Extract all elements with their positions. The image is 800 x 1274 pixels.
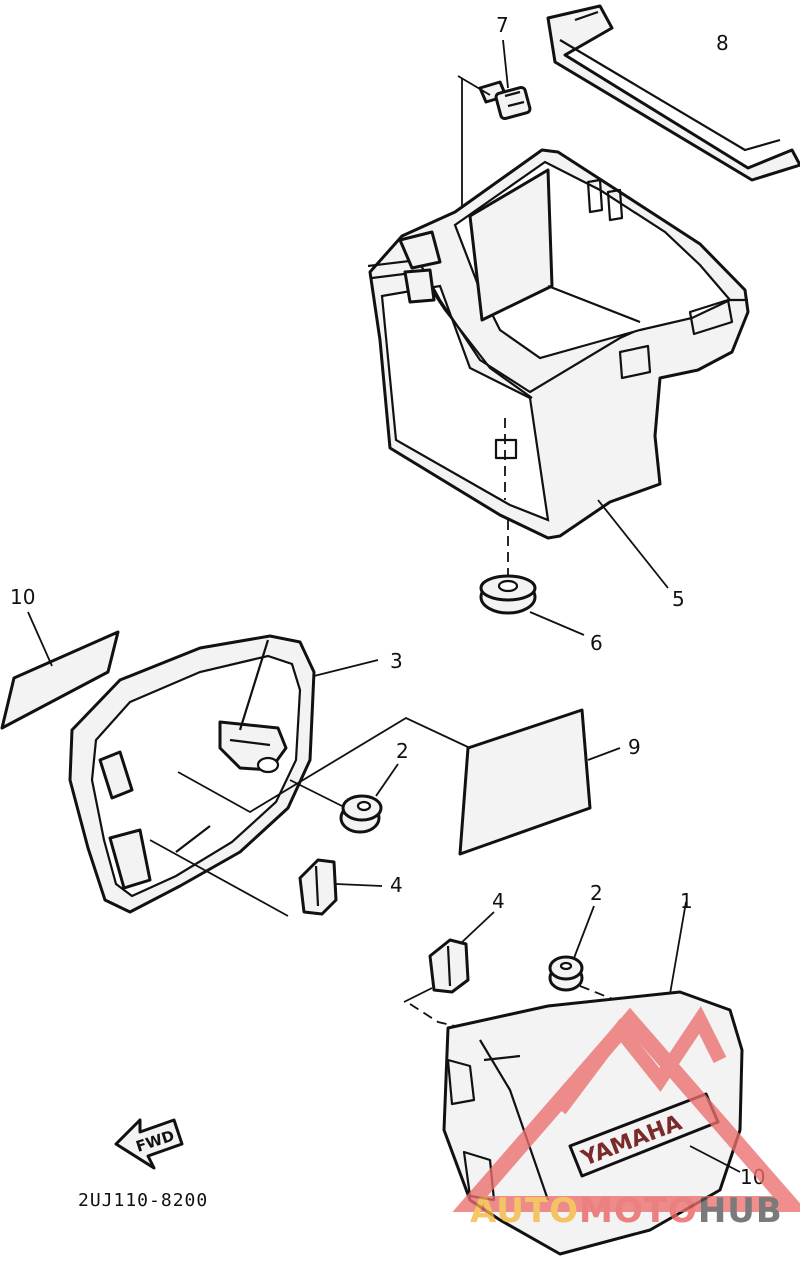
grommet-right xyxy=(548,955,584,992)
watermark-moto: MOTO xyxy=(579,1191,698,1231)
grommet-right-leader xyxy=(573,905,595,959)
battery-strap xyxy=(546,4,800,182)
damper-leader xyxy=(529,611,585,636)
callout-1: 1 xyxy=(680,889,693,913)
left-cover-leader xyxy=(313,659,379,677)
clip-right xyxy=(428,938,470,994)
watermark-logo-icon xyxy=(452,1006,800,1212)
fwd-arrow-icon: FWD xyxy=(114,1118,184,1170)
callout-4-left: 4 xyxy=(390,873,403,897)
cover-guide-line xyxy=(149,716,471,917)
drawing-code: 2UJ110-8200 xyxy=(78,1190,208,1211)
callout-4-right: 4 xyxy=(492,889,505,913)
watermark: AUTOMOTOHUB xyxy=(452,1006,800,1231)
rubber-damper xyxy=(479,520,537,615)
callout-2-upper: 2 xyxy=(396,739,409,763)
right-cover-leader xyxy=(669,901,687,995)
emblem-leader xyxy=(689,1145,741,1173)
grommet-upper xyxy=(289,779,383,834)
clip-right-leader xyxy=(459,911,495,945)
callout-10-upper: 10 xyxy=(10,585,35,609)
callout-5: 5 xyxy=(672,587,685,611)
left-side-cover xyxy=(68,634,316,914)
battery-box xyxy=(367,148,750,540)
sheet-pad xyxy=(458,708,592,856)
callout-8: 8 xyxy=(716,31,729,55)
clip-left xyxy=(298,858,338,916)
callout-2-right: 2 xyxy=(590,881,603,905)
callout-7: 7 xyxy=(496,13,509,37)
sheet-leader xyxy=(587,747,621,761)
clip-left-leader xyxy=(335,883,383,887)
watermark-hub: HUB xyxy=(698,1191,783,1231)
battery-box-leader xyxy=(597,499,669,589)
watermark-text: AUTOMOTOHUB xyxy=(470,1191,783,1231)
bolt-leader xyxy=(502,39,509,89)
callout-3: 3 xyxy=(390,649,403,673)
callout-6: 6 xyxy=(590,631,603,655)
callout-9: 9 xyxy=(628,735,641,759)
caution-label xyxy=(0,630,120,730)
bolt xyxy=(478,80,532,121)
grommet-upper-leader xyxy=(375,763,399,797)
label-leader-upper xyxy=(27,611,53,667)
right-cover-guide-solid xyxy=(403,987,433,1003)
watermark-auto: AUTO xyxy=(470,1191,579,1231)
